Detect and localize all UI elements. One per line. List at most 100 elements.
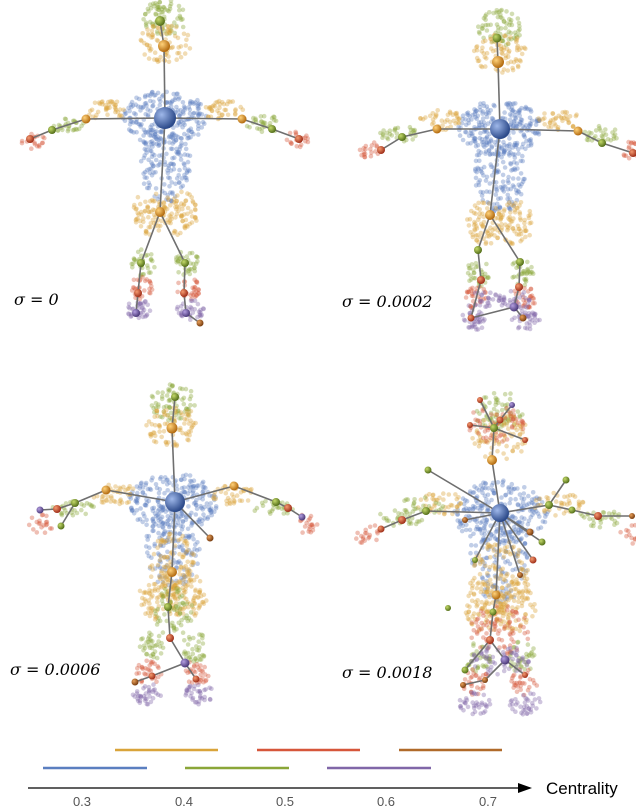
cloud-point [180,218,186,224]
cloud-point [172,155,177,160]
cloud-point [140,309,146,315]
cloud-point [411,501,417,506]
cloud-point [469,635,475,641]
cloud-point [192,202,198,208]
cloud-point [155,588,161,593]
cloud-point [508,587,514,593]
cloud-point [164,100,170,106]
cloud-point [164,151,169,157]
cloud-point [471,641,476,646]
cloud-point [155,390,161,395]
cloud-point [159,514,165,520]
skeleton-node-brown [131,678,139,686]
cloud-point [474,44,480,49]
cloud-point [172,33,178,39]
skeleton-node-blue [490,119,510,139]
cloud-point [456,120,462,126]
cloud-point [176,559,182,564]
cloud-point [151,3,157,9]
cloud-point [434,112,439,117]
cloud-point [507,624,512,629]
cloud-point [500,212,506,218]
cloud-point [137,644,143,649]
cloud-point [472,322,478,327]
cloud-point [481,200,487,206]
skeleton-node-red [377,146,385,154]
cloud-point [196,639,201,644]
cloud-point [159,598,165,603]
cloud-point [178,15,183,20]
cloud-point [148,257,154,263]
cloud-point [143,672,148,677]
cloud-point [208,106,213,111]
cloud-point [510,225,516,231]
cloud-point [192,403,197,408]
cloud-point [159,591,165,596]
panel-label-1: σ = 0 [14,290,59,309]
cloud-point [522,106,528,111]
cloud-point [481,692,487,698]
cloud-point [514,205,520,211]
cloud-point [147,19,153,25]
cloud-point [195,561,200,566]
cloud-point [508,102,514,107]
cloud-point [168,220,173,226]
skeleton-node-green [164,603,172,611]
cloud-point [191,663,197,668]
cloud-point [145,204,150,209]
skeleton-node-red [180,289,188,297]
cloud-point [175,193,180,198]
cloud-point [514,427,520,433]
cloud-point [223,107,229,113]
cloud-point [407,519,413,525]
cloud-point [498,572,504,577]
cloud-point [529,118,535,124]
cloud-point [131,285,137,291]
cloud-point [506,29,512,34]
cloud-point [150,104,155,109]
cloud-point [150,151,155,157]
cloud-point [187,107,193,112]
cloud-point [525,636,531,642]
cloud-point [169,131,175,137]
cloud-point [474,673,479,678]
cloud-point [149,197,155,203]
cloud-point [149,90,155,95]
cloud-point [178,536,184,542]
skeleton-node-red [477,276,485,284]
cloud-point [185,650,191,656]
cloud-point [156,639,161,644]
cloud-point [178,44,184,49]
cloud-point [175,91,180,97]
cloud-point [493,623,498,629]
cloud-point [174,204,180,209]
cloud-point [475,581,481,587]
cloud-point [149,139,155,144]
skeleton-node-gold [573,126,583,136]
cloud-point [505,583,511,588]
cloud-point [148,270,153,275]
cloud-point [171,166,177,172]
cloud-point [472,227,478,232]
cloud-point [144,42,150,48]
cloud-point [138,209,144,215]
cloud-point [165,170,171,176]
cloud-point [472,276,478,281]
cloud-point [384,135,390,140]
cloud-point [210,104,215,109]
cloud-point [531,691,536,697]
skeleton-node-green [155,16,165,26]
cloud-point [486,295,491,301]
cloud-point [185,224,190,229]
cloud-point [182,582,188,587]
skeleton-node-green [422,507,430,515]
cloud-point [456,503,461,508]
cloud-point [189,551,195,556]
cloud-point [476,430,481,436]
cloud-point [289,141,294,146]
cloud-point [518,623,523,629]
cloud-point [145,486,151,492]
cloud-point [147,46,152,51]
cloud-point [187,111,193,116]
skeleton-node-green [171,393,179,401]
